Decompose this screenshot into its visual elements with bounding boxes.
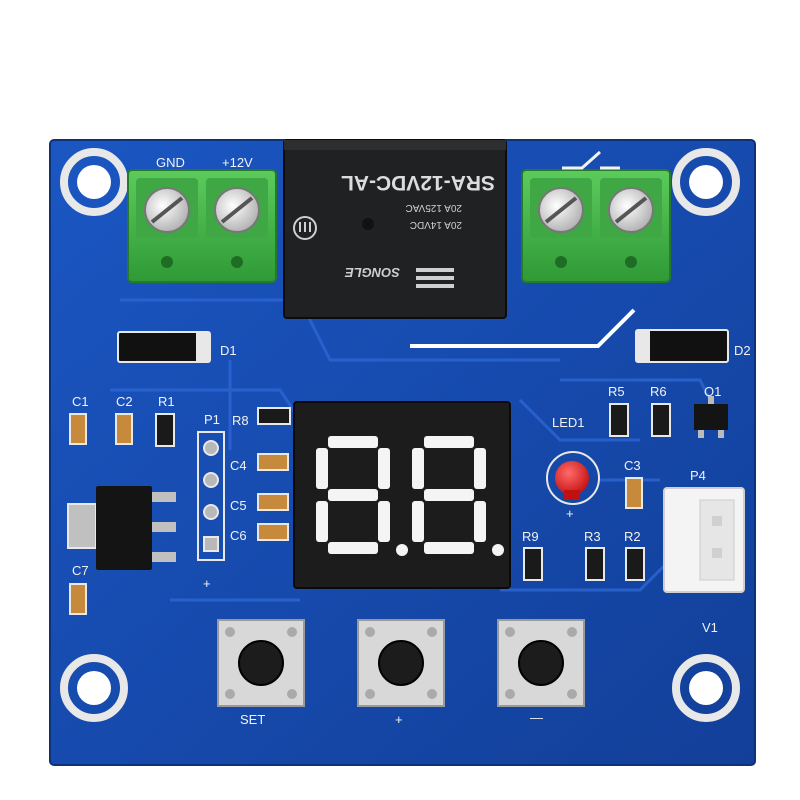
segment-2-g xyxy=(424,489,474,501)
resistor-r2 xyxy=(625,547,645,581)
set-button[interactable] xyxy=(217,619,305,707)
segment-1-d xyxy=(328,542,378,554)
resistor-r5 xyxy=(609,403,629,437)
segment-2-b xyxy=(474,448,486,489)
resistor-r8 xyxy=(257,407,291,425)
c4-label: C4 xyxy=(230,458,247,473)
led1 xyxy=(546,451,600,505)
connector-p4 xyxy=(663,487,745,593)
c2-label: C2 xyxy=(116,394,133,409)
diode-d2 xyxy=(635,329,729,363)
relay-model-label: SRA-12VDC-AL xyxy=(341,171,495,194)
p1-label: P1 xyxy=(204,412,220,427)
resistor-r3 xyxy=(585,547,605,581)
p4-label: P4 xyxy=(690,468,706,483)
capacitor-c2 xyxy=(115,413,133,445)
power-terminal-block xyxy=(127,169,277,283)
set-button-label: SET xyxy=(240,712,265,727)
r1-label: R1 xyxy=(158,394,175,409)
segment-1-e xyxy=(316,501,328,542)
c1-label: C1 xyxy=(72,394,89,409)
gnd-label: GND xyxy=(156,155,185,170)
resistor-r1 xyxy=(155,413,175,447)
led1-label: LED1 xyxy=(552,415,585,430)
mount-hole-bl xyxy=(60,654,128,722)
header-p1 xyxy=(197,431,225,561)
r6-label: R6 xyxy=(650,384,667,399)
segment-2-c xyxy=(474,501,486,542)
segment-1-g xyxy=(328,489,378,501)
relay-rating-2: 20A 14VDC xyxy=(410,219,462,230)
voltage-regulator xyxy=(67,486,176,570)
resistor-r6 xyxy=(651,403,671,437)
segment-1-b xyxy=(378,448,390,489)
led1-plus-label: + xyxy=(566,506,574,521)
capacitor-c4 xyxy=(257,453,289,471)
segment-1-c xyxy=(378,501,390,542)
capacitor-c6 xyxy=(257,523,289,541)
segment-2-f xyxy=(412,448,424,489)
relay-rating-1: 20A 125VAC xyxy=(405,202,462,213)
segment-2-d xyxy=(424,542,474,554)
mount-hole-tl xyxy=(60,148,128,216)
plus-button-label: + xyxy=(395,712,403,727)
p1-plus-label: + xyxy=(203,576,211,591)
diode-d1 xyxy=(117,331,211,363)
r5-label: R5 xyxy=(608,384,625,399)
decimal-point-2 xyxy=(492,544,504,556)
switch-symbol-icon xyxy=(562,150,620,170)
mount-hole-br xyxy=(672,654,740,722)
mount-hole-tr xyxy=(672,148,740,216)
ul-logo-icon xyxy=(293,216,317,240)
r8-label: R8 xyxy=(232,413,249,428)
c7-label: C7 xyxy=(72,563,89,578)
capacitor-c3 xyxy=(625,477,643,509)
c6-label: C6 xyxy=(230,528,247,543)
plus-button[interactable] xyxy=(357,619,445,707)
capacitor-c5 xyxy=(257,493,289,511)
segment-2-e xyxy=(412,501,424,542)
capacitor-c1 xyxy=(69,413,87,445)
segment-1-f xyxy=(316,448,328,489)
d2-label: D2 xyxy=(734,343,751,358)
r9-label: R9 xyxy=(522,529,539,544)
minus-button[interactable] xyxy=(497,619,585,707)
relay: SRA-12VDC-AL 20A 125VAC 20A 14VDC SONGLE xyxy=(283,139,507,319)
relay-output-terminal-block xyxy=(521,169,671,283)
v1-label: V1 xyxy=(702,620,718,635)
isolation-slot xyxy=(410,308,636,348)
minus-button-label: — xyxy=(530,710,543,725)
display-digits xyxy=(316,436,504,556)
seven-segment-display xyxy=(293,401,511,589)
q1-label: Q1 xyxy=(704,384,721,399)
transistor-q1 xyxy=(694,396,728,438)
segment-2-a xyxy=(424,436,474,448)
r3-label: R3 xyxy=(584,529,601,544)
c5-label: C5 xyxy=(230,498,247,513)
capacitor-c7 xyxy=(69,583,87,615)
v12-label: +12V xyxy=(222,155,253,170)
r2-label: R2 xyxy=(624,529,641,544)
d1-label: D1 xyxy=(220,343,237,358)
segment-1-a xyxy=(328,436,378,448)
decimal-point-1 xyxy=(396,544,408,556)
c3-label: C3 xyxy=(624,458,641,473)
resistor-r9 xyxy=(523,547,543,581)
songle-logo-icon xyxy=(416,268,454,288)
relay-hole xyxy=(362,218,374,230)
relay-brand: SONGLE xyxy=(345,265,400,280)
